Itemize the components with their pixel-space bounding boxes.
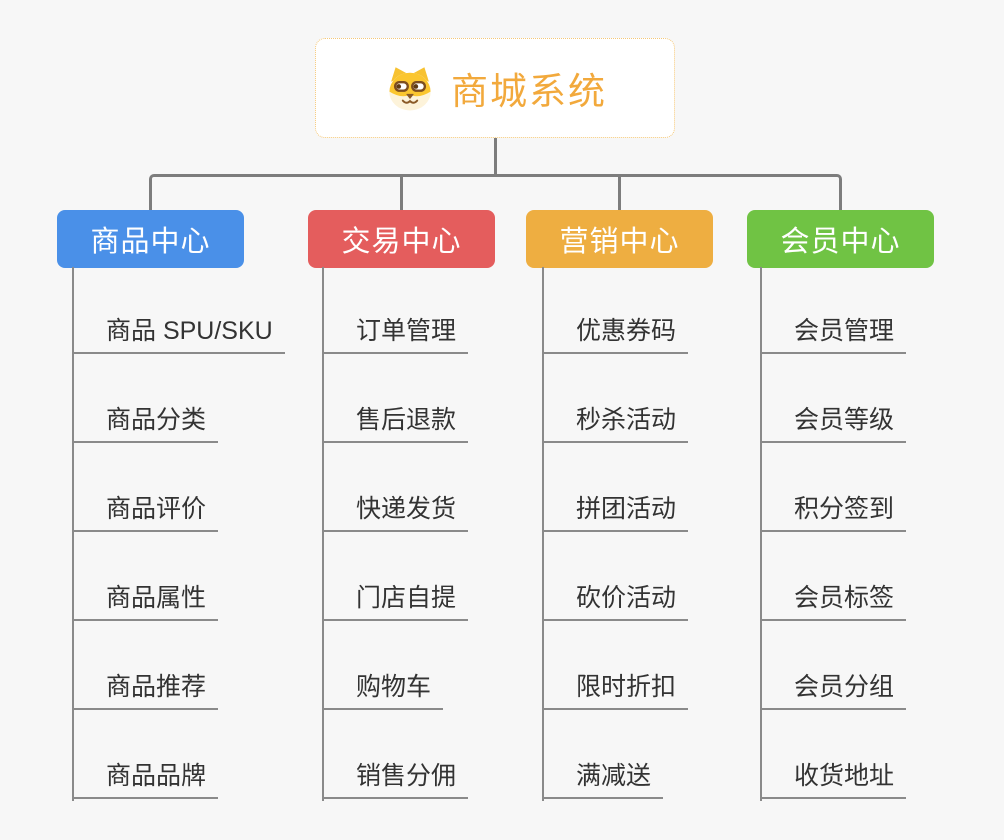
branch-connector-frame (149, 174, 842, 210)
sub-topic-item[interactable]: 商品品牌 (72, 760, 219, 799)
branch-connector-drop (618, 174, 621, 210)
sub-topic-item[interactable]: 砍价活动 (542, 582, 689, 621)
sub-topic-item[interactable]: 商品评价 (72, 493, 219, 532)
branch-connector-drop (400, 174, 403, 210)
sub-topic-item[interactable]: 拼团活动 (542, 493, 689, 532)
sub-topic-item[interactable]: 优惠券码 (542, 315, 689, 354)
root-node[interactable]: 商城系统 (315, 38, 675, 138)
branch-node-marketing-center[interactable]: 营销中心 (526, 210, 713, 268)
sub-topic-item[interactable]: 售后退款 (322, 404, 469, 443)
sub-topic-item[interactable]: 快递发货 (322, 493, 469, 532)
sub-topic-item[interactable]: 商品 SPU/SKU (72, 315, 285, 354)
column-trunk-line (542, 267, 544, 801)
sub-topic-item[interactable]: 购物车 (322, 671, 444, 710)
column-trunk-line (322, 267, 324, 801)
branch-column-trade-center: 订单管理 售后退款 快递发货 门店自提 购物车 销售分佣 (322, 267, 469, 801)
branch-node-product-center[interactable]: 商品中心 (57, 210, 244, 268)
sub-topic-item[interactable]: 满减送 (542, 760, 664, 799)
sub-topic-item[interactable]: 会员分组 (760, 671, 907, 710)
column-trunk-line (760, 267, 762, 801)
sub-topic-item[interactable]: 销售分佣 (322, 760, 469, 799)
sub-topic-item[interactable]: 会员管理 (760, 315, 907, 354)
sub-topic-item[interactable]: 订单管理 (322, 315, 469, 354)
sub-topic-item[interactable]: 会员标签 (760, 582, 907, 621)
shiba-dog-icon (389, 67, 431, 111)
sub-topic-item[interactable]: 收货地址 (760, 760, 907, 799)
sub-topic-item[interactable]: 门店自提 (322, 582, 469, 621)
branch-column-product-center: 商品 SPU/SKU 商品分类 商品评价 商品属性 商品推荐 商品品牌 (72, 267, 285, 801)
sub-topic-item[interactable]: 秒杀活动 (542, 404, 689, 443)
root-connector-line (494, 138, 497, 176)
branch-node-member-center[interactable]: 会员中心 (747, 210, 934, 268)
branch-column-marketing-center: 优惠券码 秒杀活动 拼团活动 砍价活动 限时折扣 满减送 (542, 267, 689, 801)
branch-column-member-center: 会员管理 会员等级 积分签到 会员标签 会员分组 收货地址 (760, 267, 907, 801)
sub-topic-item[interactable]: 会员等级 (760, 404, 907, 443)
branch-node-trade-center[interactable]: 交易中心 (308, 210, 495, 268)
sub-topic-item[interactable]: 商品推荐 (72, 671, 219, 710)
sub-topic-item[interactable]: 商品属性 (72, 582, 219, 621)
sub-topic-item[interactable]: 积分签到 (760, 493, 907, 532)
column-trunk-line (72, 267, 74, 801)
sub-topic-item[interactable]: 限时折扣 (542, 671, 689, 710)
root-node-title: 商城系统 (451, 71, 607, 112)
sub-topic-item[interactable]: 商品分类 (72, 404, 219, 443)
